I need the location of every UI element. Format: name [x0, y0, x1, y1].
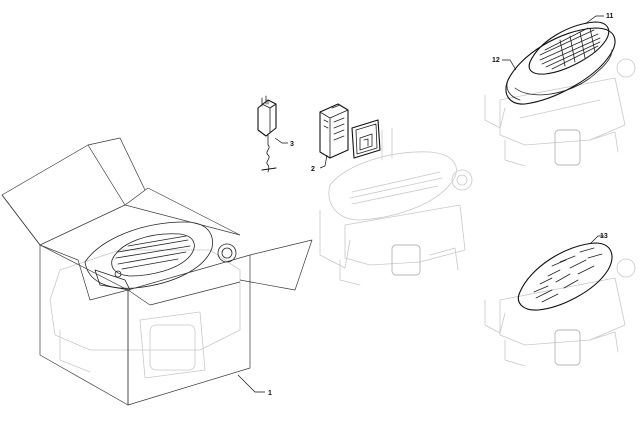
part-11-air-filter-cover — [528, 21, 610, 75]
part-12-engine-cover — [505, 27, 616, 105]
engine-cover-in-box — [84, 221, 237, 291]
leader-11 — [584, 15, 604, 25]
leader-3 — [274, 137, 288, 144]
leader-1 — [237, 374, 265, 393]
carton — [1, 137, 313, 406]
leader-13 — [589, 235, 604, 245]
engine-top-right-assembly: 11 12 — [484, 13, 636, 167]
leader-2 — [319, 154, 328, 169]
reference-engine-center — [319, 127, 473, 286]
part-13-engine-cover — [517, 242, 613, 311]
leader-12 — [502, 59, 517, 71]
part-3-battery-charger: 3 — [257, 95, 294, 173]
callout-11: 11 — [606, 13, 614, 20]
callout-13: 13 — [600, 233, 608, 240]
part-1-carton-with-engine: 1 — [1, 137, 313, 406]
callout-1: 1 — [268, 390, 272, 397]
callout-2: 2 — [311, 166, 315, 173]
callout-12: 12 — [492, 57, 500, 64]
part-2-battery-and-bracket: 2 — [311, 103, 381, 173]
engine-inside-box — [49, 249, 241, 379]
engine-bottom-right-assembly: 13 — [484, 233, 636, 367]
callout-3: 3 — [290, 141, 294, 148]
